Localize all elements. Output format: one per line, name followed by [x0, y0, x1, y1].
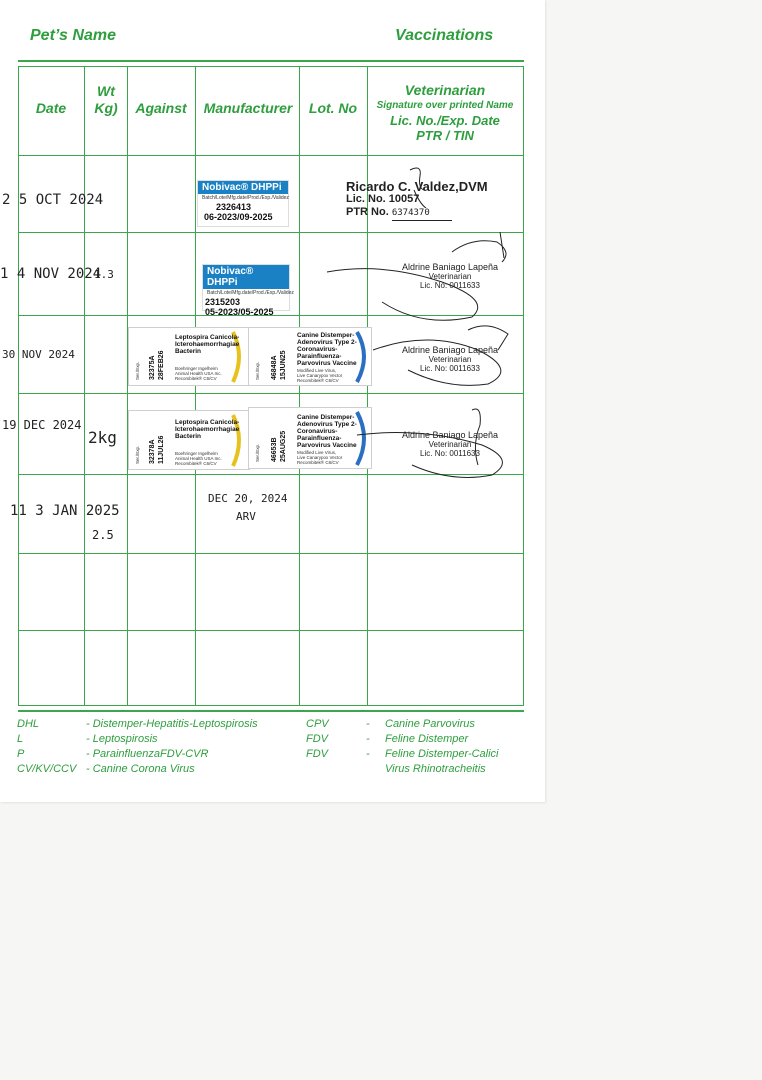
row-line	[18, 630, 524, 631]
col-against: Against	[135, 100, 187, 116]
sticker-title: Canine Distemper-Adenovirus Type 2-Coron…	[297, 332, 357, 367]
col-lot: Lot. No	[308, 100, 358, 116]
canine-distemper-sticker: Canine Distemper-Adenovirus Type 2-Coron…	[248, 407, 372, 469]
col-line	[195, 66, 196, 706]
col-line	[127, 66, 128, 706]
row-date: 2 5 OCT 2024	[2, 192, 104, 208]
row-line	[18, 232, 524, 233]
row-date: 1 4 NOV 2024	[0, 266, 102, 282]
manufacturer-note: DEC 20, 2024	[208, 492, 288, 505]
vaccinations-label: Vaccinations	[395, 27, 494, 44]
sticker-ser: Ser./Exp.	[255, 443, 260, 462]
vet-stamp: Ricardo C. Valdez,DVM Lic. No. 10057 PTR…	[346, 180, 488, 221]
sticker-ser: Ser./Exp.	[255, 361, 260, 380]
sticker-stripe	[231, 331, 241, 383]
sticker-stripe	[355, 330, 366, 383]
row-line	[18, 393, 524, 394]
sticker-code: 32375A	[149, 355, 156, 380]
header-top-line	[18, 66, 524, 67]
col-line	[18, 66, 19, 706]
table-bottom-line	[18, 705, 524, 706]
legend-left-desc: - Distemper-Hepatitis-Leptospirosis- Lep…	[86, 718, 258, 775]
legend-right-dash: ---	[366, 718, 370, 760]
sticker-ser: Ser./Exp.	[135, 445, 140, 464]
row-weight: 1.3	[94, 268, 114, 281]
nobivac-label: Nobivac® DHPPi Batch/Lote/Mfg.date/Prod.…	[197, 180, 289, 227]
col-veterinarian: Veterinarian Signature over printed Name…	[376, 82, 514, 143]
row-line	[18, 155, 524, 156]
row-line	[18, 315, 524, 316]
sticker-stripe	[355, 411, 366, 466]
canine-distemper-sticker: Canine Distemper-Adenovirus Type 2-Coron…	[248, 327, 372, 386]
sticker-sub: Modified Live Virus,Live Canarypox Vecto…	[297, 450, 343, 465]
sticker-stripe	[231, 414, 241, 467]
row-line	[18, 474, 524, 475]
sticker-exp: 28FEB26	[158, 350, 165, 380]
sticker-exp: 25AUG25	[280, 430, 287, 462]
col-line	[523, 66, 524, 706]
sticker-title: Canine Distemper-Adenovirus Type 2-Coron…	[297, 414, 357, 449]
col-line	[299, 66, 300, 706]
row-date: 11 3 JAN 2025	[10, 503, 120, 519]
row-date: 19 DEC 2024	[2, 418, 82, 432]
row-weight: 2.5	[92, 528, 114, 542]
col-line	[367, 66, 368, 706]
pets-name-label: Pet’s Name	[30, 27, 116, 44]
signature	[409, 167, 427, 209]
sticker-exp: 11JUL26	[158, 435, 165, 464]
row-line	[18, 553, 524, 554]
signature	[326, 231, 507, 321]
sticker-code: 32378A	[149, 439, 156, 464]
nobivac-label: Nobivac® DHPPi Batch/Lote/Mfg.date/Prod.…	[202, 264, 294, 317]
signature	[356, 408, 503, 478]
col-date: Date	[35, 100, 67, 116]
manufacturer-note: ARV	[236, 510, 256, 523]
sticker-sub: Modified Live Virus,Live Canarypox Vecto…	[297, 368, 343, 383]
row-weight: 2kg	[88, 428, 117, 447]
sticker-code: 46848A	[271, 355, 278, 380]
row-date: 30 NOV 2024	[2, 348, 75, 361]
sticker-code: 46653B	[271, 437, 278, 462]
col-line	[84, 66, 85, 706]
sticker-ser: Ser./Exp.	[135, 361, 140, 380]
sticker-exp: 15JUN25	[280, 350, 287, 380]
col-manufacturer: Manufacturer	[203, 100, 293, 116]
bottom-rule	[18, 710, 524, 712]
signature	[372, 325, 509, 386]
top-rule	[18, 60, 524, 62]
